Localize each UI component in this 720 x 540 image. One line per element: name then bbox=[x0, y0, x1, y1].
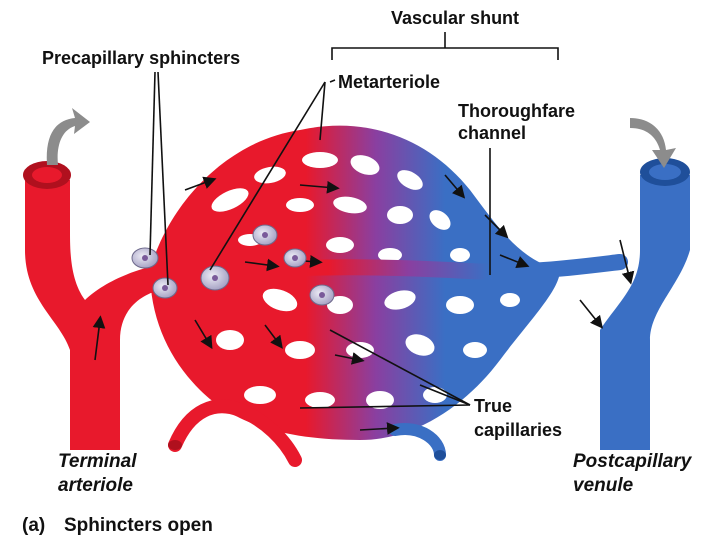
sphincter-3 bbox=[200, 265, 230, 291]
label-terminal-line1: Terminal bbox=[58, 451, 137, 472]
capillary-gaps bbox=[211, 152, 520, 409]
sphincter-5 bbox=[283, 248, 307, 268]
leader-lines bbox=[149, 71, 491, 409]
inflow-arrow-icon bbox=[46, 108, 90, 165]
caption-letter: (a) bbox=[22, 515, 45, 536]
outflow-arrow-icon bbox=[630, 118, 676, 168]
sphincter-6 bbox=[309, 284, 335, 306]
postcapillary-venule bbox=[600, 158, 690, 450]
caption-text: Sphincters open bbox=[64, 515, 213, 536]
flow-arrows bbox=[92, 174, 635, 435]
sphincter-1 bbox=[131, 247, 159, 269]
capillary-bed bbox=[150, 125, 560, 440]
label-thoroughfare-line1: Thoroughfare bbox=[458, 101, 575, 121]
vascular-shunt-bracket bbox=[331, 32, 559, 60]
blue-outlet-vessel bbox=[389, 423, 446, 461]
label-thoroughfare-line2: channel bbox=[458, 123, 526, 143]
terminal-arteriole bbox=[23, 161, 160, 450]
red-outlet-end bbox=[168, 440, 182, 450]
label-postcapillary-line2: venule bbox=[573, 475, 634, 496]
sphincter-4 bbox=[252, 224, 278, 246]
label-true-line2: capillaries bbox=[474, 420, 562, 440]
label-precapillary-sphincters: Precapillary sphincters bbox=[42, 48, 240, 68]
sphincter-2 bbox=[152, 277, 178, 299]
label-terminal-line2: arteriole bbox=[58, 475, 133, 496]
label-true-line1: True bbox=[474, 396, 512, 416]
label-vascular-shunt: Vascular shunt bbox=[391, 8, 519, 28]
blue-outlet-end bbox=[434, 450, 446, 460]
red-outlet-vessels bbox=[168, 399, 302, 467]
thoroughfare-channel bbox=[142, 254, 628, 293]
label-metarteriole: Metarteriole bbox=[338, 72, 440, 92]
precapillary-sphincters bbox=[131, 224, 335, 306]
label-postcapillary-line1: Postcapillary bbox=[573, 451, 693, 472]
